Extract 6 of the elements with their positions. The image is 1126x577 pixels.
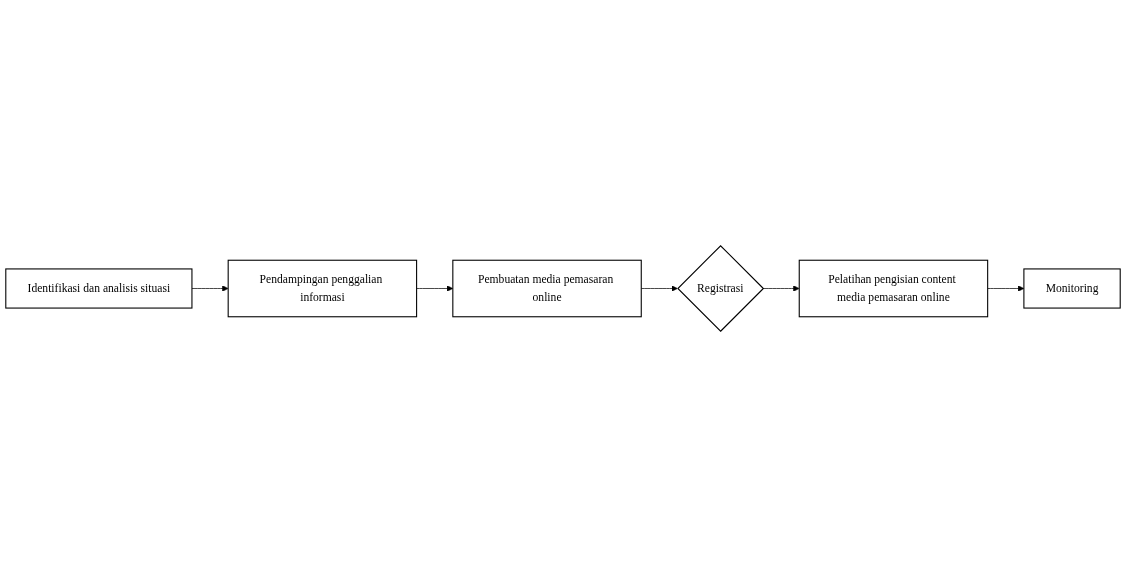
node-box: Pendampingan penggalian informasi <box>227 259 418 318</box>
node-box: Monitoring <box>1023 268 1121 309</box>
node-diamond: Registrasi <box>677 244 765 333</box>
node-box: Identifikasi dan analisis situasi <box>5 268 193 309</box>
node-box: Pembuatan media pemasaran online <box>452 259 642 318</box>
node-box: Pelatihan pengisian content media pemasaran online <box>798 259 989 318</box>
